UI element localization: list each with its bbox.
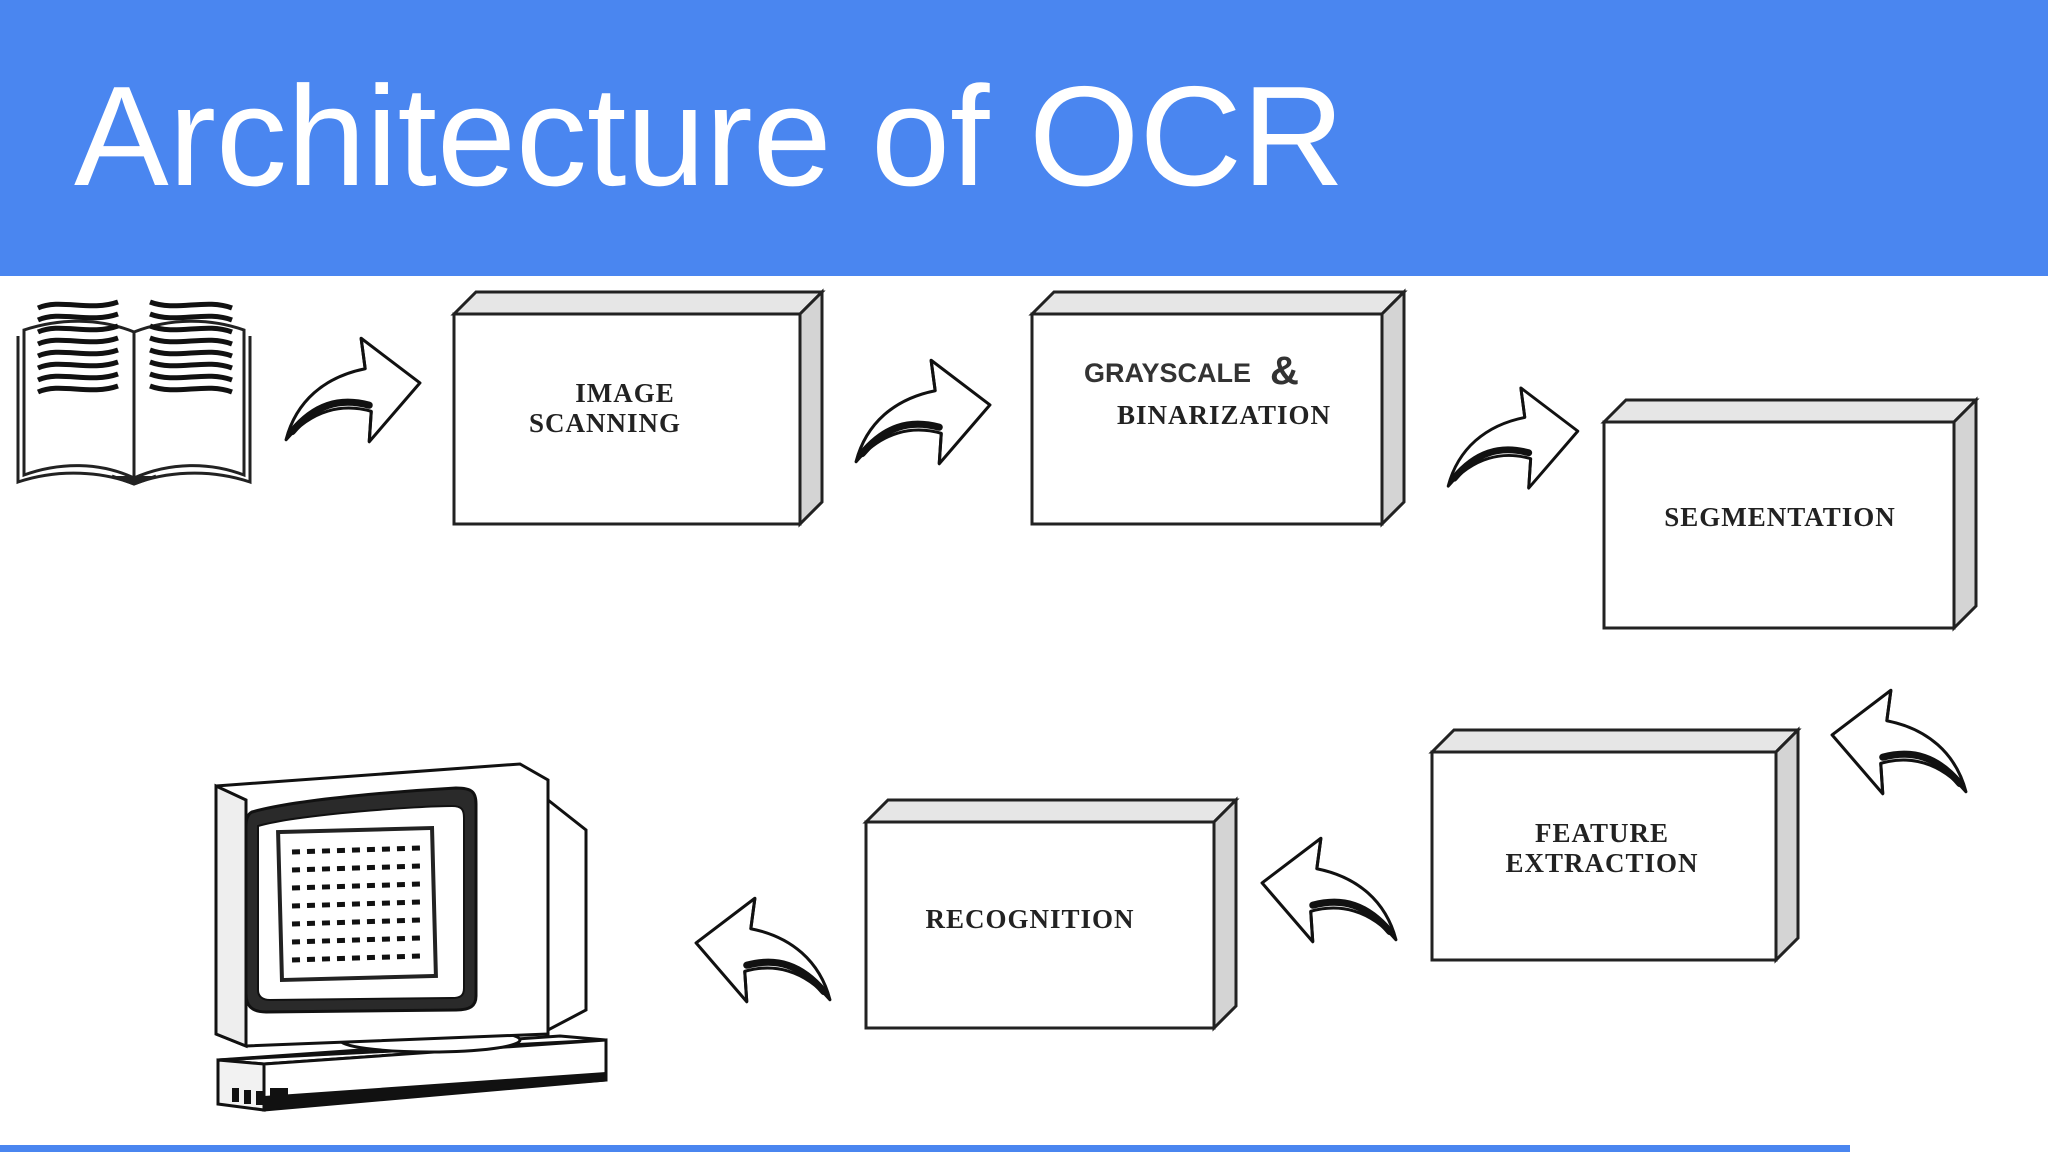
step-label-line: FEATURE	[1535, 818, 1669, 848]
flow-arrow-icon	[286, 338, 420, 441]
title-banner: Architecture of OCR	[0, 0, 2048, 276]
flow-arrow-icon	[1832, 690, 1966, 793]
step-label-ampersand: &	[1270, 349, 1299, 393]
step-label-line: GRAYSCALE	[1084, 358, 1251, 388]
step-label-line: EXTRACTION	[1505, 848, 1698, 878]
step-label-line: SCANNING	[529, 408, 681, 438]
flow-arrow-icon	[1448, 388, 1578, 488]
open-book-icon	[16, 299, 252, 486]
step-label-line: IMAGE	[575, 378, 675, 408]
flow-arrow-icon	[696, 898, 830, 1001]
slide-title: Architecture of OCR	[74, 57, 1345, 216]
step-label-line: SEGMENTATION	[1664, 502, 1896, 532]
step-label-line: RECOGNITION	[925, 904, 1134, 934]
flow-arrow-icon	[1262, 838, 1396, 941]
step-box-recognition: RECOGNITION	[862, 796, 1240, 1032]
step-label-line: BINARIZATION	[1117, 400, 1331, 430]
computer-monitor-icon	[214, 762, 608, 1112]
bottom-accent-line	[0, 1145, 1850, 1152]
step-box-grayscale-binarization: GRAYSCALE & BINARIZATION	[1028, 288, 1408, 528]
step-box-segmentation: SEGMENTATION	[1600, 396, 1980, 632]
step-box-feature-extraction: FEATURE EXTRACTION	[1428, 726, 1802, 964]
flow-arrow-icon	[856, 360, 990, 463]
step-box-image-scanning: IMAGE SCANNING	[450, 288, 826, 528]
